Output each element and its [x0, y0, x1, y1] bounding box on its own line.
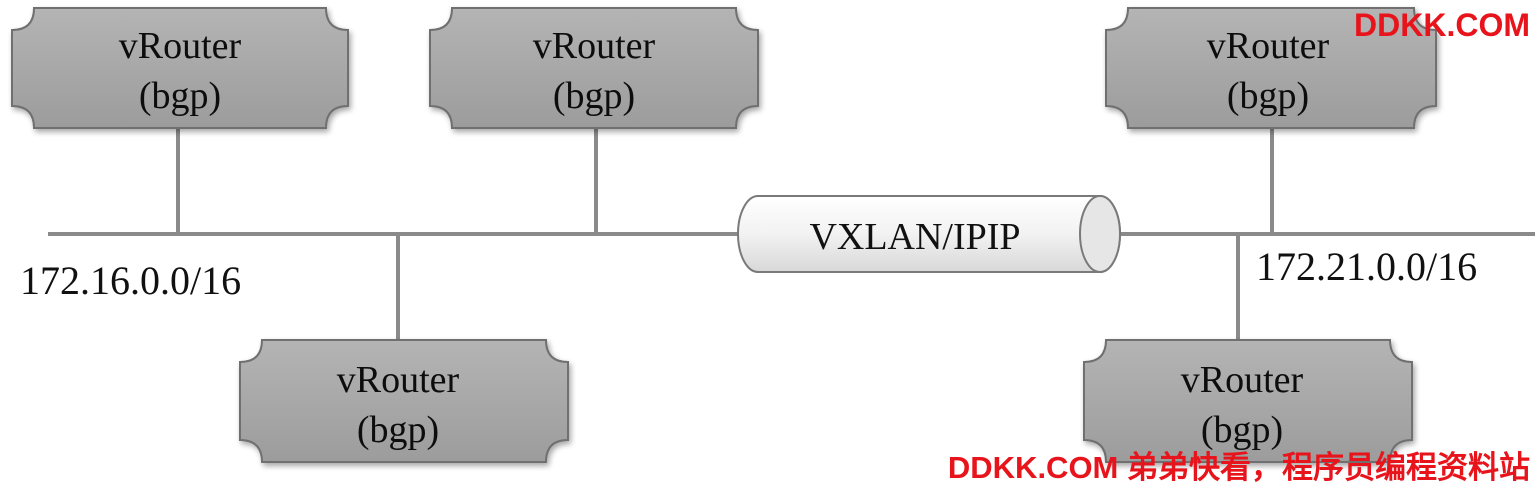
- router-box: [429, 7, 759, 129]
- router-name: vRouter: [1181, 359, 1304, 401]
- watermark-bottom: DDKK.COM 弟弟快看，程序员编程资料站: [948, 450, 1530, 485]
- tunnel-end-cap: [1079, 195, 1121, 273]
- network-links: [48, 128, 1535, 340]
- router-box: [11, 7, 349, 129]
- router-protocol: (bgp): [1227, 75, 1309, 117]
- router-r3: vRouter (bgp): [239, 339, 569, 463]
- vxlan-tunnel: VXLAN/IPIP: [737, 195, 1121, 273]
- tunnel-label: VXLAN/IPIP: [809, 216, 1020, 258]
- router-protocol: (bgp): [139, 75, 221, 117]
- router-r5: vRouter (bgp): [1083, 339, 1413, 463]
- router-protocol: (bgp): [1201, 409, 1283, 451]
- router-protocol: (bgp): [553, 75, 635, 117]
- router-name: vRouter: [1207, 25, 1330, 67]
- router-r1: vRouter (bgp): [11, 7, 349, 129]
- subnet-left-label: 172.16.0.0/16: [20, 258, 241, 303]
- watermark-top: DDKK.COM: [1354, 7, 1530, 43]
- router-protocol: (bgp): [357, 409, 439, 451]
- router-name: vRouter: [533, 25, 656, 67]
- router-name: vRouter: [119, 25, 242, 67]
- router-box: [1105, 7, 1437, 129]
- router-box: [239, 339, 569, 463]
- router-r2: vRouter (bgp): [429, 7, 759, 129]
- router-r4: vRouter (bgp): [1105, 7, 1437, 129]
- subnet-right-label: 172.21.0.0/16: [1256, 244, 1477, 289]
- router-box: [1083, 339, 1413, 463]
- router-name: vRouter: [337, 359, 460, 401]
